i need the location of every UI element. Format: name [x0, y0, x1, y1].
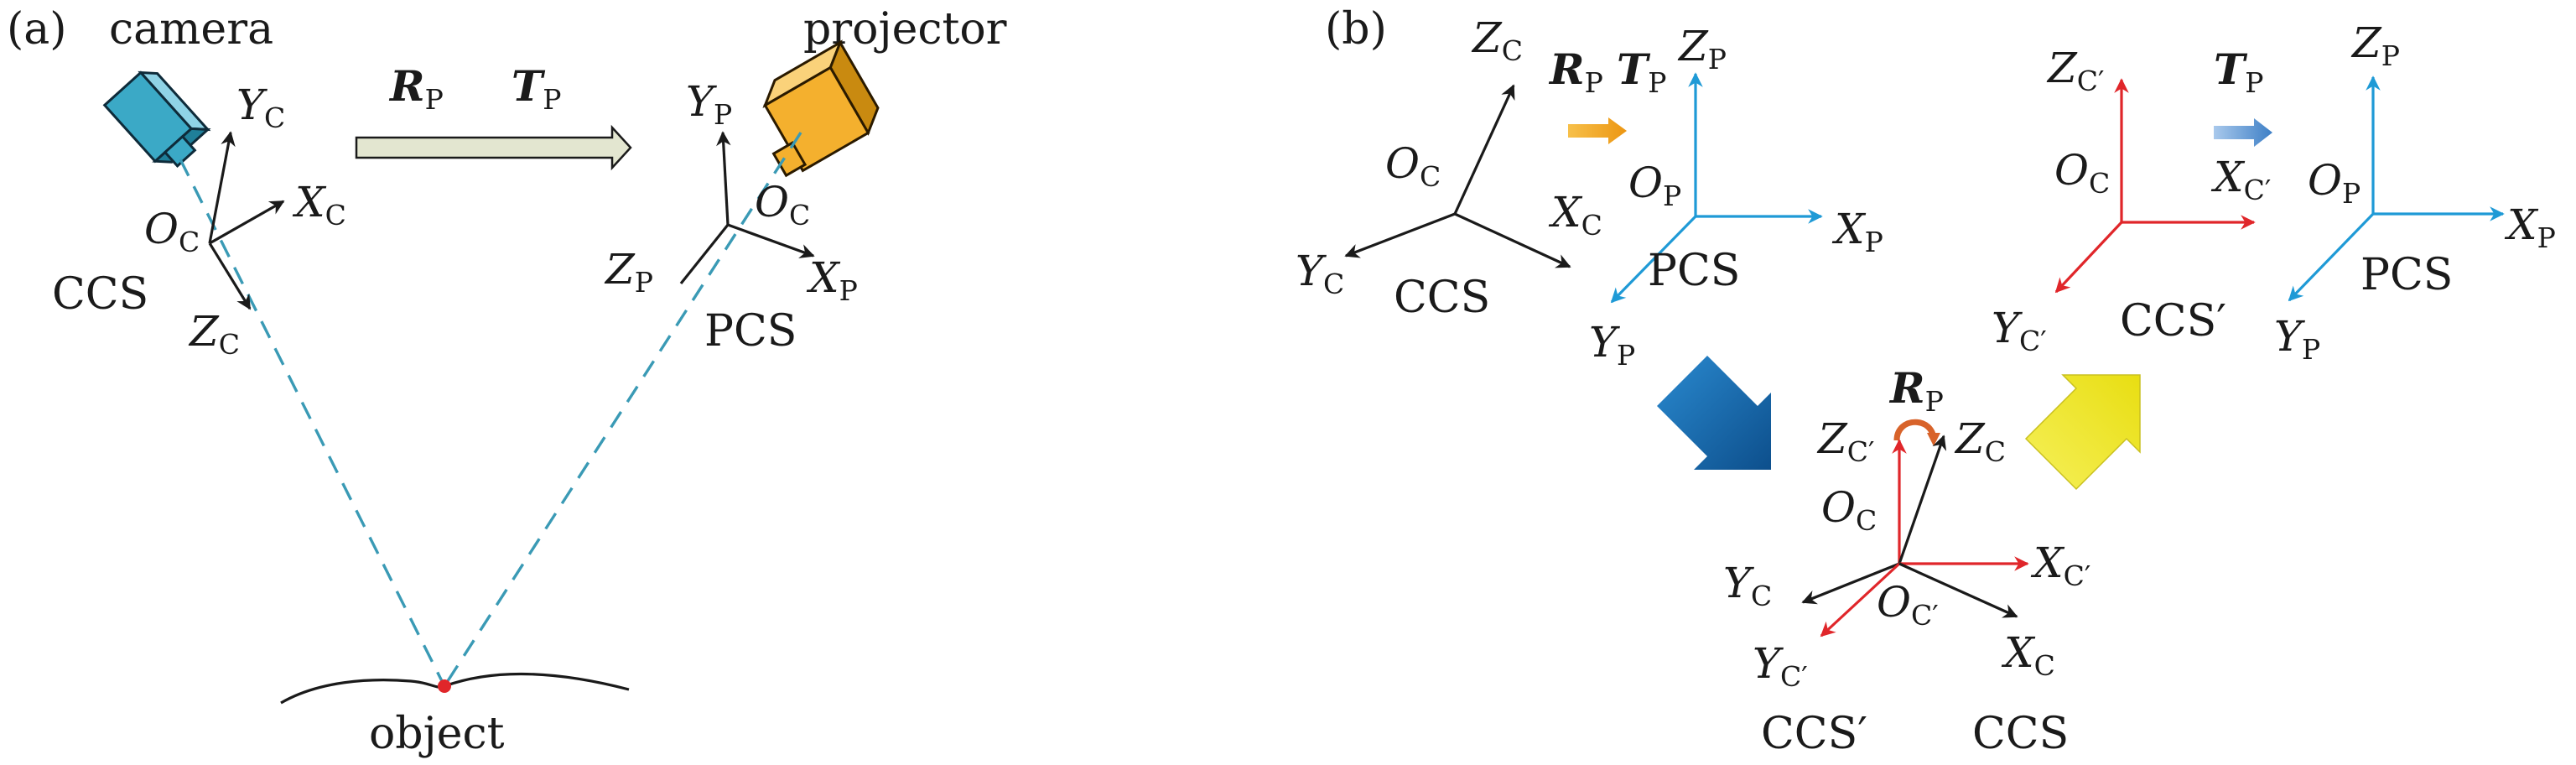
- b-f5-xcp-label: XC′: [2030, 539, 2090, 592]
- b-rotation-label: RP: [1548, 44, 1603, 99]
- b-f5-yc-axis: [1801, 562, 1900, 605]
- b-big-yellow-arrow: [2024, 374, 2141, 491]
- b-f5-zc-label: ZC: [1954, 414, 2006, 468]
- b-f5-zcp-label: ZC′: [1816, 414, 1875, 468]
- b-f2-y-axis: [1610, 215, 1697, 304]
- b-translation2-label: TP: [2214, 44, 2263, 99]
- b-f1-z-label: ZC: [1471, 13, 1523, 67]
- panel-a: (a) camera projector object RP TP: [7, 4, 1007, 759]
- b-orange-arrow: [1568, 117, 1627, 144]
- b-f5-xc-axis: [1898, 562, 2018, 618]
- b-f3-origin-label: OC: [2054, 146, 2110, 200]
- b-f2-x-label: XP: [1831, 205, 1883, 258]
- b-f1-y-label: YC: [1296, 247, 1344, 300]
- b-rotation-mid-label: RP: [1888, 363, 1944, 418]
- projector-icon: [762, 39, 880, 178]
- projector-origin-label: OC: [755, 178, 810, 232]
- b-f3-y-label: YC′: [1992, 304, 2047, 357]
- b-ccs-prime-bottom-label: CCS′: [1761, 709, 1867, 759]
- b-pcs-label: PCS: [1648, 246, 1740, 296]
- projector-y-label: YP: [686, 77, 732, 131]
- camera-y-label: YC: [236, 81, 285, 134]
- camera-x-label: XC: [292, 178, 346, 232]
- projector-x-axis: [727, 223, 815, 258]
- object-label: object: [369, 709, 505, 759]
- ccs-label: CCS: [52, 269, 148, 320]
- b-f4-origin-label: OP: [2308, 156, 2360, 210]
- b-f4-z-label: ZP: [2350, 18, 2400, 72]
- b-f2-y-label: YP: [1589, 318, 1635, 372]
- b-pcs2-label: PCS: [2360, 250, 2453, 300]
- b-f5-ycp-label: YC′: [1753, 639, 1808, 693]
- projector-y-axis: [716, 131, 731, 226]
- object-point: [438, 679, 451, 693]
- b-small-blue-arrow: [2214, 118, 2272, 147]
- b-big-blue-arrow: [1657, 356, 1771, 470]
- b-f3-y-axis: [2054, 221, 2123, 294]
- b-rotation-arrowhead: [1927, 433, 1940, 446]
- projector-ray: [443, 132, 802, 687]
- b-f5-ycp-axis: [1820, 562, 1901, 638]
- b-f1-origin-label: OC: [1385, 139, 1441, 193]
- camera-x-axis: [209, 200, 285, 245]
- projector-z-label: ZP: [604, 245, 653, 299]
- b-f4-y-axis: [2288, 212, 2375, 302]
- b-rotation-icon: [1893, 419, 1937, 441]
- b-f1-x-axis: [1454, 212, 1571, 268]
- b-f1-y-axis: [1344, 212, 1456, 258]
- b-ccs-prime-label: CCS′: [2120, 296, 2226, 346]
- b-f5-zc-axis: [1898, 435, 1947, 565]
- b-f2-origin-label: OP: [1628, 159, 1681, 212]
- panel-b: (b) ZC YC XC OC CCS RP TP ZP XP YP OP PC…: [1296, 4, 2556, 759]
- b-f4-x-label: XP: [2504, 200, 2556, 254]
- camera-ray: [179, 159, 446, 687]
- camera-z-axis: [208, 242, 252, 310]
- camera-label: camera: [109, 4, 273, 55]
- panel-b-tag: (b): [1325, 4, 1387, 55]
- projector-z-axis: [679, 224, 730, 284]
- transform-arrow: [355, 124, 632, 171]
- b-f5-ocp-label: OC′: [1877, 578, 1939, 632]
- b-f5-oc-label: OC: [1821, 483, 1877, 537]
- object-surface: [280, 672, 630, 705]
- translation-label: TP: [512, 61, 561, 116]
- rotation-label: RP: [388, 61, 444, 116]
- pcs-label: PCS: [704, 306, 797, 356]
- b-translation-label: TP: [1617, 44, 1666, 99]
- camera-y-axis: [208, 131, 236, 244]
- b-ccs-label: CCS: [1394, 273, 1490, 323]
- projector-x-label: XP: [806, 253, 858, 307]
- b-f2-z-label: ZP: [1677, 22, 1727, 75]
- b-f3-z-label: ZC′: [2046, 44, 2105, 97]
- camera-z-label: ZC: [188, 307, 240, 361]
- camera-origin-label: OC: [144, 205, 200, 258]
- b-f5-yc-label: YC: [1723, 559, 1772, 612]
- b-ccs-bottom-label: CCS: [1972, 709, 2069, 759]
- b-f4-y-label: YP: [2274, 312, 2320, 366]
- panel-a-tag: (a): [7, 4, 67, 55]
- b-f1-z-axis: [1453, 84, 1515, 215]
- camera-icon: [102, 70, 211, 168]
- b-f3-x-label: XC′: [2210, 153, 2271, 206]
- b-f1-x-label: XC: [1548, 188, 1602, 242]
- b-f5-xc-label: XC: [2001, 628, 2055, 682]
